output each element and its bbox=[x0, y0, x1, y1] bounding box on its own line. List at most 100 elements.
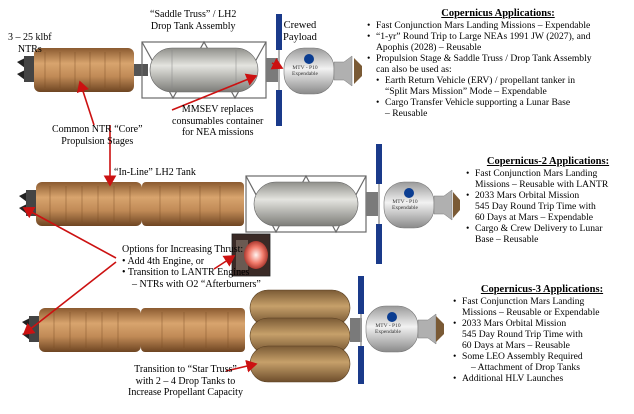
nasa-logo-icon bbox=[404, 188, 414, 198]
list-item: – Attachment of Drop Tanks bbox=[453, 362, 631, 373]
list-item: “1-yr” Round Trip to Large NEAs 1991 JW … bbox=[367, 31, 629, 53]
label-options-line3: • Transition to LANTR Engines bbox=[122, 267, 250, 278]
solar-array-2 bbox=[376, 144, 382, 264]
pod-text-2-line2: Expendable bbox=[392, 205, 418, 211]
label-mmsev: MMSEV replaces consumables container for… bbox=[172, 104, 263, 139]
list-item-continuation: Missions – Reusable or Expendable bbox=[462, 307, 600, 318]
pod-text-3-line1: MTV - P10 bbox=[375, 323, 401, 329]
list-item-continuation: Missions – Reusable with LANTR bbox=[475, 179, 609, 190]
lantr-engine-photo bbox=[231, 233, 271, 277]
pod-text-2: MTV - P10 Expendable bbox=[392, 199, 418, 211]
list-item-text: Cargo Transfer Vehicle supporting a Luna… bbox=[385, 97, 571, 108]
list-item-text: Cargo & Crew Delivery to Lunar bbox=[475, 223, 603, 234]
solar-array-3 bbox=[358, 276, 364, 384]
list-item: Additional HLV Launches bbox=[453, 373, 631, 384]
label-mmsev-line2: consumables container bbox=[172, 115, 264, 127]
label-options-line2: • Add 4th Engine, or bbox=[122, 255, 205, 267]
pod-text-1-line1: MTV - P10 bbox=[292, 65, 318, 71]
label-star-truss: Transition to “Star Truss” with 2 – 4 Dr… bbox=[128, 364, 243, 399]
label-saddle-truss-line2: Drop Tank Assembly bbox=[150, 20, 236, 32]
engine-nozzles-2 bbox=[19, 190, 36, 216]
copernicus-3-applications: Copernicus-3 Applications: Fast Conjunct… bbox=[453, 284, 631, 384]
pod-text-1-line2: Expendable bbox=[292, 71, 318, 77]
vehicle-copernicus-3 bbox=[22, 276, 444, 384]
lh2-drop-tank-2 bbox=[253, 181, 359, 227]
list-item-text: Earth Return Vehicle (ERV) / propellant … bbox=[385, 75, 576, 86]
solar-array-1 bbox=[276, 14, 282, 126]
label-ntrs: 3 – 25 klbf NTRs bbox=[8, 32, 52, 55]
list-item-text: Fast Conjunction Mars Landing bbox=[462, 296, 585, 307]
copernicus-title: Copernicus Applications: bbox=[441, 8, 555, 19]
list-item: Some LEO Assembly Required bbox=[453, 351, 631, 362]
lh2-drop-tank-1 bbox=[149, 47, 259, 93]
list-item: Propulsion Stage & Saddle Truss / Drop T… bbox=[367, 53, 629, 75]
label-star-truss-line1: Transition to “Star Truss” bbox=[134, 364, 237, 375]
label-mmsev-line3: for NEA missions bbox=[181, 127, 254, 138]
list-item-text: 2033 Mars Orbital Mission bbox=[462, 318, 567, 329]
pod-text-3-line2: Expendable bbox=[375, 329, 401, 335]
copernicus-2-title: Copernicus-2 Applications: bbox=[486, 156, 610, 167]
label-saddle-truss-line1: “Saddle Truss” / LH2 bbox=[150, 9, 237, 20]
list-item: Earth Return Vehicle (ERV) / propellant … bbox=[367, 75, 629, 97]
label-ntrs-line1: 3 – 25 klbf bbox=[8, 32, 52, 43]
list-item-continuation: – Reusable bbox=[385, 108, 428, 119]
pod-text-2-line1: MTV - P10 bbox=[392, 199, 418, 205]
list-item-continuation: 545 Day Round Trip Time with bbox=[462, 329, 583, 340]
list-item-continuation: 60 Days at Mars – Reusable bbox=[462, 340, 570, 351]
pod-text-1: MTV - P10 Expendable bbox=[292, 65, 318, 77]
label-ntrs-line2: NTRs bbox=[17, 43, 42, 55]
label-crewed-payload-line1: Crewed bbox=[283, 20, 317, 31]
list-item-continuation: Apophis (2028) – Reusable bbox=[376, 42, 482, 53]
list-item-continuation: “Split Mars Mission” Mode – Expendable bbox=[385, 86, 547, 97]
label-saddle-truss: “Saddle Truss” / LH2 Drop Tank Assembly bbox=[150, 9, 236, 32]
list-item-text: Some LEO Assembly Required bbox=[462, 351, 583, 362]
inline-tank-3 bbox=[141, 308, 245, 352]
list-item-continuation: can also be used as: bbox=[376, 64, 452, 75]
label-inline-tank: “In-Line” LH2 Tank bbox=[114, 167, 196, 178]
callout-arrows bbox=[22, 57, 284, 373]
list-item-continuation: 60 Days at Mars – Expendable bbox=[475, 212, 594, 223]
label-common-ntr-line2: Propulsion Stages bbox=[61, 135, 134, 147]
list-item-text: Fast Conjunction Mars Landing bbox=[475, 168, 598, 179]
list-item-text: 2033 Mars Orbital Mission bbox=[475, 190, 580, 201]
list-item: Cargo Transfer Vehicle supporting a Luna… bbox=[367, 97, 629, 119]
inline-lh2-tank bbox=[142, 182, 244, 226]
ntr-core-stage-2 bbox=[36, 182, 142, 226]
label-crewed-payload: Crewed Payload bbox=[283, 20, 317, 43]
label-mmsev-line1: MMSEV replaces bbox=[181, 104, 254, 115]
star-truss-drop-tanks bbox=[249, 289, 351, 383]
label-options-line4: – NTRs with O2 “Afterburners” bbox=[132, 278, 261, 290]
label-crewed-payload-line2: Payload bbox=[283, 31, 317, 43]
nasa-logo-icon bbox=[387, 312, 397, 322]
copernicus-2-applications: Copernicus-2 Applications: Fast Conjunct… bbox=[466, 156, 630, 245]
list-item-continuation: 545 Day Round Trip Time with bbox=[475, 201, 596, 212]
list-item-continuation: Base – Reusable bbox=[475, 234, 539, 245]
list-item-text: Propulsion Stage & Saddle Truss / Drop T… bbox=[376, 53, 592, 64]
label-options-line1: Options for Increasing Thrust: bbox=[122, 244, 244, 255]
copernicus-3-title: Copernicus-3 Applications: bbox=[480, 284, 604, 295]
label-thrust-options: Options for Increasing Thrust: • Add 4th… bbox=[122, 244, 261, 290]
ntr-core-stage-3 bbox=[39, 308, 141, 352]
list-item-text: – Attachment of Drop Tanks bbox=[471, 362, 580, 373]
copernicus-applications: Copernicus Applications: Fast Conjunctio… bbox=[367, 8, 629, 119]
label-common-ntr-core: Common NTR “Core” Propulsion Stages bbox=[52, 124, 143, 147]
label-star-truss-line2: with 2 – 4 Drop Tanks to bbox=[135, 375, 236, 387]
label-star-truss-line3: Increase Propellant Capacity bbox=[128, 387, 243, 398]
engine-nozzles-1 bbox=[17, 56, 34, 82]
pod-text-3: MTV - P10 Expendable bbox=[375, 323, 401, 335]
nasa-logo-icon bbox=[304, 54, 314, 64]
list-item-text: Additional HLV Launches bbox=[462, 373, 564, 384]
vehicle-copernicus-2 bbox=[19, 144, 460, 264]
ntr-core-stage-1 bbox=[34, 48, 134, 92]
copernicus-list: Fast Conjunction Mars Landing Missions –… bbox=[367, 20, 629, 119]
list-item-text: Fast Conjunction Mars Landing Missions –… bbox=[376, 20, 591, 31]
list-item-text: “1-yr” Round Trip to Large NEAs 1991 JW … bbox=[376, 31, 591, 42]
